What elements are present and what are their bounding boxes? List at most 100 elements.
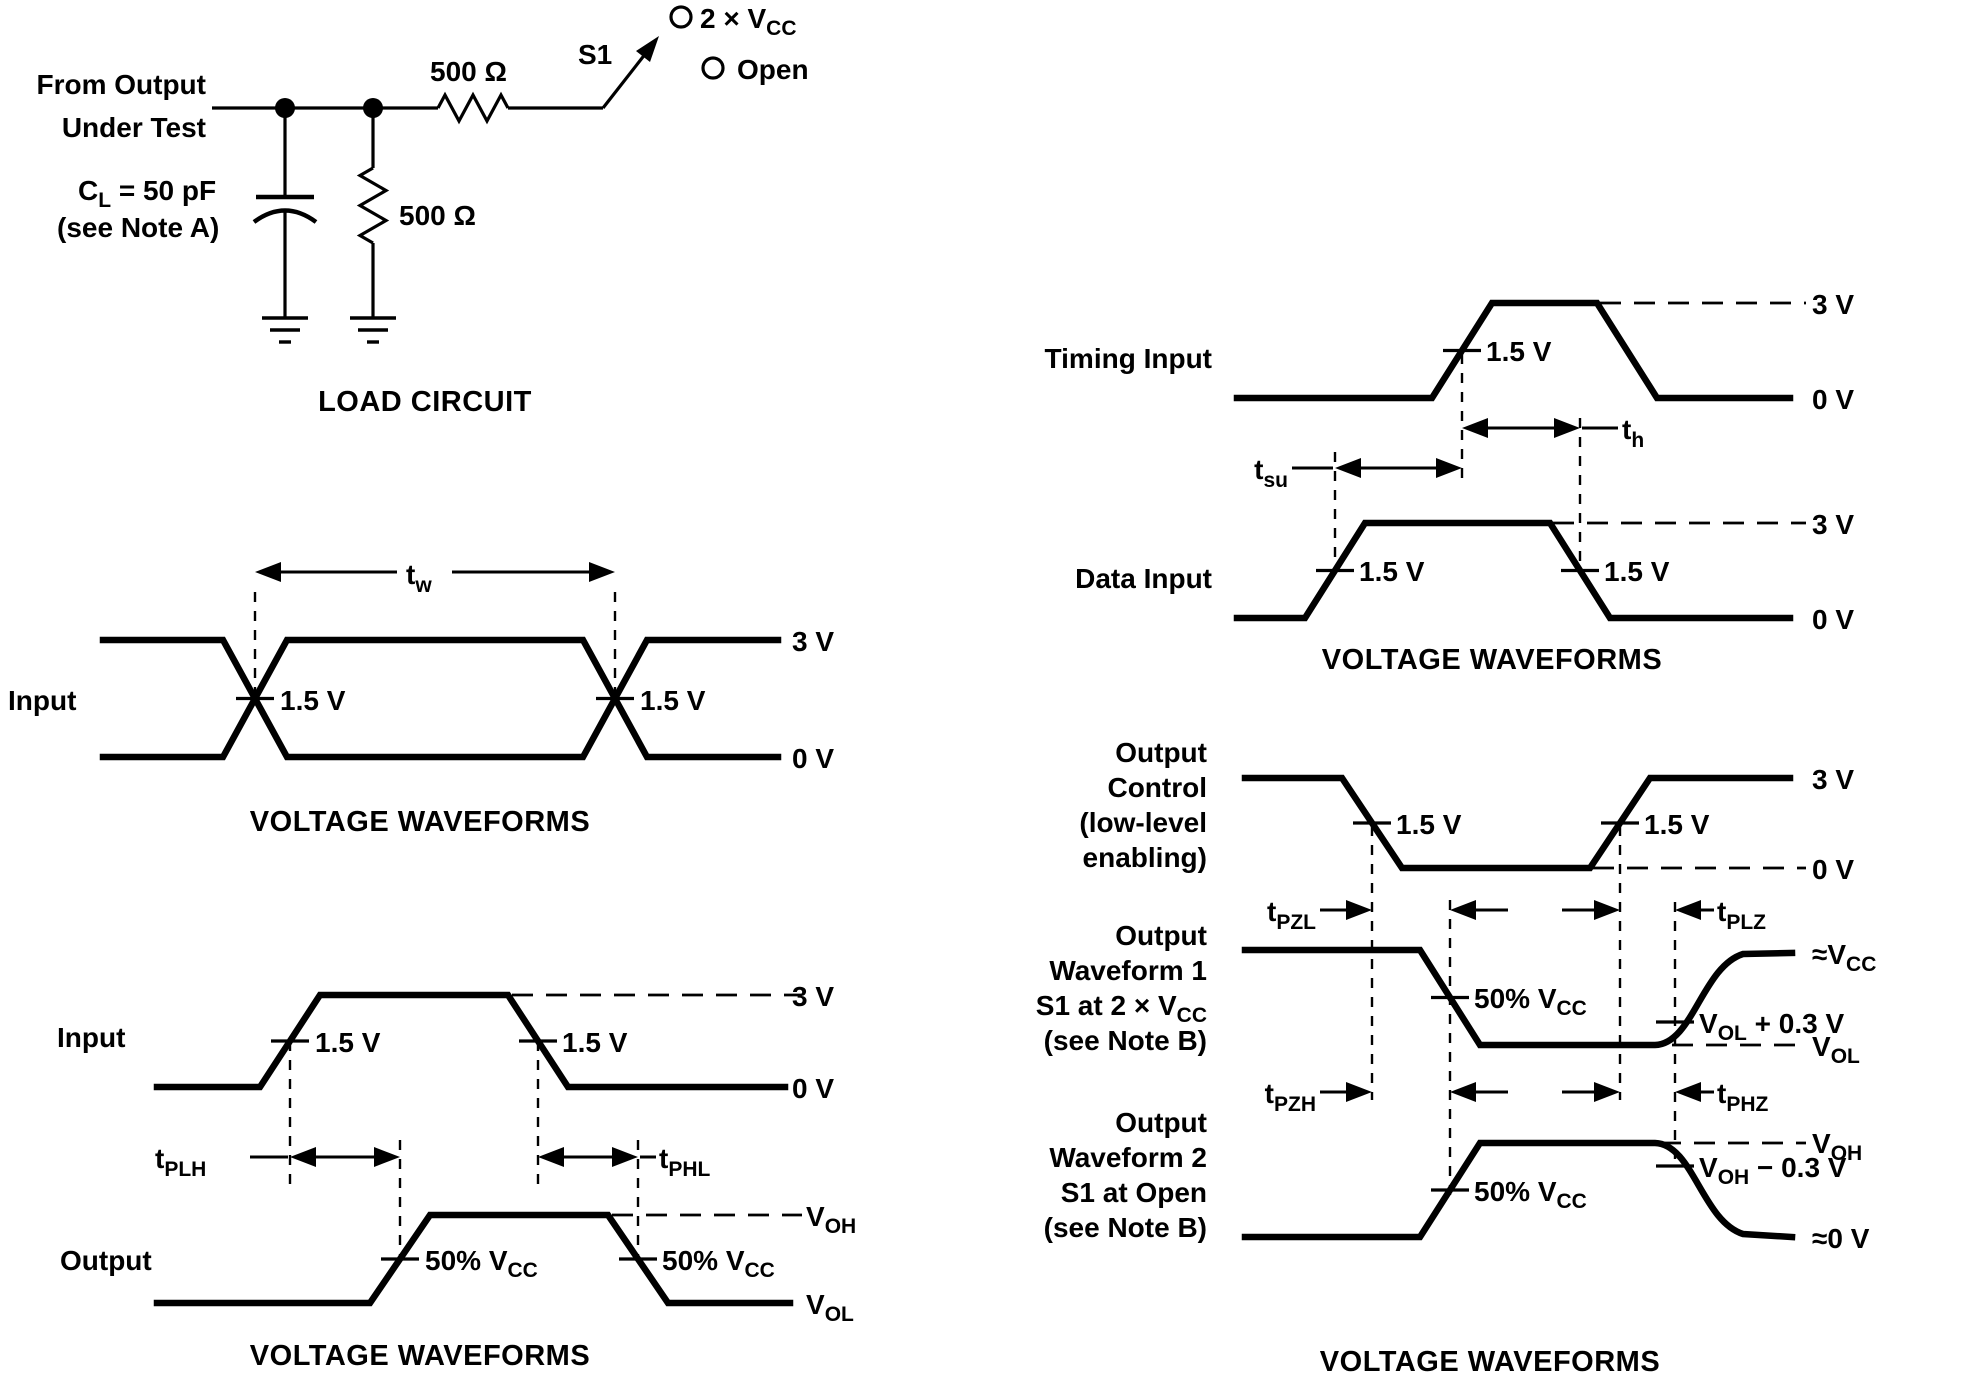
data-input-waveform: [1233, 519, 1794, 622]
threshold-label: 50% VCC: [1474, 983, 1587, 1020]
voh-minus-threshold-label: VOH − 0.3 V: [1699, 1152, 1847, 1189]
waveform1-label-line3: S1 at 2 × VCC: [1036, 990, 1207, 1027]
threshold-label: 1.5 V: [1604, 556, 1670, 587]
waveform1-label-line4: (see Note B): [1044, 1025, 1207, 1056]
switch-position-open-label: Open: [737, 54, 809, 85]
capacitor-plate-bottom: [252, 208, 318, 224]
voh-level-label: VOH: [806, 1201, 856, 1238]
waveform1-label-line2: Waveform 1: [1049, 955, 1207, 986]
capacitor-note-label: (see Note A): [57, 212, 219, 243]
arrowhead-left-icon: [255, 562, 281, 582]
arrowhead-left-icon: [1335, 458, 1361, 478]
voltage-waveforms-title: VOLTAGE WAVEFORMS: [1320, 1346, 1660, 1378]
timing-input-waveform: [1233, 299, 1794, 402]
source-label-line2: Under Test: [62, 112, 206, 143]
tsu-label: tsu: [1254, 454, 1288, 492]
threshold-label: 1.5 V: [640, 685, 706, 716]
arrowhead-left-icon: [1450, 900, 1476, 920]
level-low-label: 0 V: [1812, 854, 1854, 885]
waveform2-label-line2: Waveform 2: [1049, 1142, 1207, 1173]
arrowhead-right-icon: [589, 562, 615, 582]
load-circuit-title: LOAD CIRCUIT: [318, 386, 532, 418]
switch-arrowhead-icon: [636, 36, 659, 62]
voh-level-label: VOH: [1812, 1128, 1862, 1165]
control-label-line1: Output: [1115, 737, 1207, 768]
pulse-duration-waveform: tw 1.5 V 1.5 V 3 V 0 V Input VOLTAGE WAV…: [8, 559, 834, 838]
threshold-label: 1.5 V: [1396, 809, 1462, 840]
shunt-resistor-symbol: [356, 166, 390, 245]
voltage-waveforms-title: VOLTAGE WAVEFORMS: [250, 806, 590, 838]
series-resistor-value: 500 Ω: [430, 56, 507, 87]
arrowhead-left-icon: [1675, 900, 1701, 920]
arrowhead-left-icon: [1675, 1082, 1701, 1102]
threshold-label: 1.5 V: [280, 685, 346, 716]
tphl-label: tPHL: [659, 1143, 711, 1181]
voltage-waveforms-title: VOLTAGE WAVEFORMS: [1322, 644, 1662, 676]
tpzl-label: tPZL: [1267, 896, 1316, 934]
output-control-waveform: [1241, 774, 1794, 872]
output-waveform-1: [1241, 946, 1796, 1049]
arrowhead-right-icon: [1346, 900, 1372, 920]
control-label-line4: enabling): [1083, 842, 1207, 873]
threshold-label: 50% VCC: [425, 1245, 538, 1282]
input-signal-label: Input: [57, 1022, 125, 1053]
level-high-label: 3 V: [792, 981, 834, 1012]
arrowhead-right-icon: [374, 1147, 400, 1167]
waveform2-label-line3: S1 at Open: [1061, 1177, 1207, 1208]
capacitor-value-label: CL = 50 pF: [78, 175, 216, 212]
switch-contact-vcc: [669, 5, 693, 29]
arrowhead-left-icon: [538, 1147, 564, 1167]
threshold-label: 1.5 V: [1486, 336, 1552, 367]
approx-vcc-level-label: ≈VCC: [1812, 939, 1876, 976]
waveform1-label-line1: Output: [1115, 920, 1207, 951]
switch-contact-open: [701, 56, 725, 80]
vol-plus-threshold-label: VOL + 0.3 V: [1699, 1008, 1844, 1045]
waveform2-label-line4: (see Note B): [1044, 1212, 1207, 1243]
arrowhead-right-icon: [1346, 1082, 1372, 1102]
tw-label: tw: [406, 559, 432, 597]
threshold-label: 1.5 V: [1644, 809, 1710, 840]
ground-symbol: [262, 316, 308, 344]
tphz-label: tPHZ: [1717, 1078, 1769, 1116]
level-high-label: 3 V: [1812, 509, 1854, 540]
output-waveform-2: [1241, 1139, 1796, 1241]
level-high-label: 3 V: [1812, 289, 1854, 320]
input-waveform-low-trace: [99, 636, 782, 761]
vol-level-label: VOL: [806, 1289, 854, 1326]
ground-symbol: [350, 316, 396, 344]
propagation-delay-waveforms: 1.5 V 1.5 V 3 V 0 V Input tPLH tPHL 50% …: [57, 981, 856, 1372]
arrowhead-right-icon: [1594, 1082, 1620, 1102]
arrowhead-right-icon: [1594, 900, 1620, 920]
threshold-label: 50% VCC: [1474, 1176, 1587, 1213]
control-label-line2: Control: [1107, 772, 1207, 803]
vol-level-label: VOL: [1812, 1031, 1860, 1068]
enable-disable-waveforms: 1.5 V 1.5 V 3 V 0 V Output Control (low-…: [1036, 737, 1877, 1378]
tpzh-label: tPZH: [1265, 1078, 1316, 1116]
arrowhead-right-icon: [612, 1147, 638, 1167]
timing-input-label: Timing Input: [1045, 343, 1212, 374]
output-waveform: [153, 1211, 794, 1307]
data-input-label: Data Input: [1075, 563, 1212, 594]
arrowhead-left-icon: [1450, 1082, 1476, 1102]
level-low-label: 0 V: [1812, 604, 1854, 635]
threshold-label: 1.5 V: [1359, 556, 1425, 587]
switch-label: S1: [578, 39, 612, 70]
th-label: th: [1622, 414, 1644, 452]
input-waveform-high-trace: [99, 636, 782, 761]
series-resistor-symbol: [436, 91, 510, 125]
arrowhead-left-icon: [1462, 418, 1488, 438]
source-label-line1: From Output: [36, 69, 206, 100]
switch-lever: [601, 52, 648, 109]
arrowhead-right-icon: [1554, 418, 1580, 438]
input-waveform: [153, 991, 789, 1091]
level-low-label: 0 V: [1812, 384, 1854, 415]
threshold-label: 50% VCC: [662, 1245, 775, 1282]
signal-label: Input: [8, 685, 76, 716]
level-low-label: 0 V: [792, 743, 834, 774]
tplh-label: tPLH: [155, 1143, 206, 1181]
output-signal-label: Output: [60, 1245, 152, 1276]
level-high-label: 3 V: [792, 626, 834, 657]
level-high-label: 3 V: [1812, 764, 1854, 795]
